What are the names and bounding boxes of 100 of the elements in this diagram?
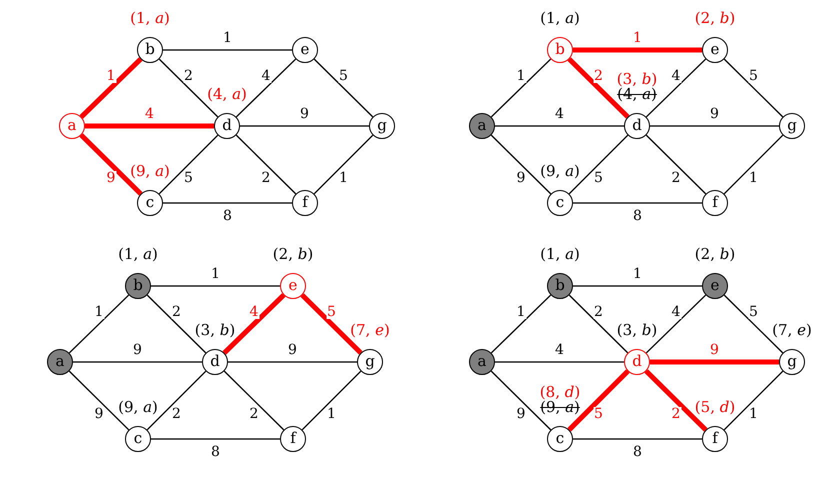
distance-label: (7, e)	[772, 322, 812, 338]
graph-node: e	[280, 273, 306, 299]
graph-node: g	[369, 113, 395, 139]
edge-weight: 4	[248, 305, 260, 319]
distance-label: (1, a)	[118, 246, 158, 262]
edge-weight: 5	[748, 305, 759, 319]
graph-edge	[151, 438, 280, 440]
graph-edge	[490, 294, 552, 354]
graph-node: f	[292, 190, 318, 216]
graph-edge	[68, 294, 130, 354]
edge-weight: 5	[183, 170, 194, 184]
edge-weight: 9	[516, 406, 526, 420]
graph-edge	[490, 134, 552, 194]
edge-weight: 2	[670, 406, 682, 420]
graph-edge	[573, 202, 702, 204]
edge-weight: 2	[593, 69, 604, 83]
graph-edge	[650, 125, 779, 127]
graph-node: f	[702, 426, 728, 452]
distance-label: (3, b)	[194, 322, 236, 338]
graph-edge	[646, 294, 706, 354]
graph-node: c	[137, 190, 163, 216]
edge-weight: 4	[144, 107, 155, 121]
edge-weight: 9	[287, 343, 298, 357]
graph-edge	[68, 370, 130, 430]
distance-label: (4, a)	[207, 86, 247, 102]
graph-node: e	[292, 37, 318, 63]
graph-node: b	[547, 37, 573, 63]
distance-label: (5, d)	[694, 399, 736, 415]
graph-edge	[158, 134, 218, 194]
graph-edge	[724, 134, 784, 194]
graph-node: e	[702, 273, 728, 299]
edge-weight: 1	[326, 406, 337, 420]
edge-weight: 2	[260, 170, 272, 184]
edge-weight: 9	[516, 170, 526, 184]
graph-node: d	[624, 113, 650, 139]
graph-edge	[568, 134, 628, 194]
edge-weight: 1	[632, 31, 643, 45]
graph-edge	[163, 202, 292, 204]
distance-label: (8, d)	[540, 384, 580, 400]
edge-weight: 2	[171, 305, 182, 319]
graph-edge	[490, 370, 552, 430]
graph-edge	[573, 438, 702, 440]
graph-node: g	[779, 113, 805, 139]
graph-edge	[222, 293, 286, 355]
graph-edge	[314, 58, 374, 118]
graph-node: e	[702, 37, 728, 63]
graph-edge	[724, 294, 784, 354]
graph-edge	[73, 361, 202, 363]
graph-node: a	[59, 113, 85, 139]
graph-edge	[490, 58, 552, 118]
edge-weight: 8	[632, 209, 643, 223]
edge-weight: 5	[338, 69, 349, 83]
graph-node: c	[547, 426, 573, 452]
edge-weight: 9	[709, 107, 720, 121]
edge-weight: 2	[183, 69, 194, 83]
graph-edge	[151, 285, 280, 287]
graph-node: a	[47, 349, 73, 375]
edge-weight: 5	[326, 305, 337, 319]
edge-weight: 9	[132, 343, 143, 357]
graph-edge	[567, 369, 630, 432]
distance-label: (3, b)	[616, 322, 658, 338]
graph-edge	[228, 361, 357, 363]
distance-label: (9, a)	[118, 399, 158, 415]
graph-node: d	[202, 349, 228, 375]
distance-label: (9, a)	[130, 163, 170, 179]
graph-edge	[573, 285, 702, 287]
graph-edge	[146, 370, 206, 430]
edge-weight: 9	[709, 343, 720, 357]
edge-weight: 1	[516, 305, 526, 319]
edge-weight: 4	[554, 107, 565, 121]
edge-weight: 4	[260, 69, 272, 83]
graph-edge	[495, 361, 624, 363]
edge-weight: 1	[748, 170, 759, 184]
graph-node: b	[137, 37, 163, 63]
edge-weight: 9	[106, 170, 116, 184]
graph-edge	[495, 125, 624, 127]
graph-edge	[224, 370, 284, 430]
graph-edge	[568, 57, 630, 119]
graph-edge	[573, 48, 702, 52]
edge-weight: 2	[171, 406, 182, 420]
graph-node: c	[125, 426, 151, 452]
edge-weight: 2	[593, 305, 604, 319]
graph-edge	[158, 58, 218, 118]
edge-weight: 9	[94, 406, 104, 420]
edge-weight: 4	[670, 305, 682, 319]
distance-label: (2, b)	[272, 246, 314, 262]
graph-edge	[236, 134, 296, 194]
graph-node: g	[779, 349, 805, 375]
graph-node: b	[547, 273, 573, 299]
edge-weight: 1	[632, 267, 643, 281]
distance-label: (1, a)	[540, 246, 580, 262]
graph-edge	[724, 370, 784, 430]
graph-node: g	[357, 349, 383, 375]
edge-weight: 8	[632, 445, 643, 459]
distance-label: (9, a)	[540, 163, 580, 179]
graph-node: f	[280, 426, 306, 452]
graph-edge	[85, 124, 214, 128]
edge-weight: 2	[670, 170, 682, 184]
edge-weight: 1	[94, 305, 104, 319]
graph-edge	[240, 125, 369, 127]
